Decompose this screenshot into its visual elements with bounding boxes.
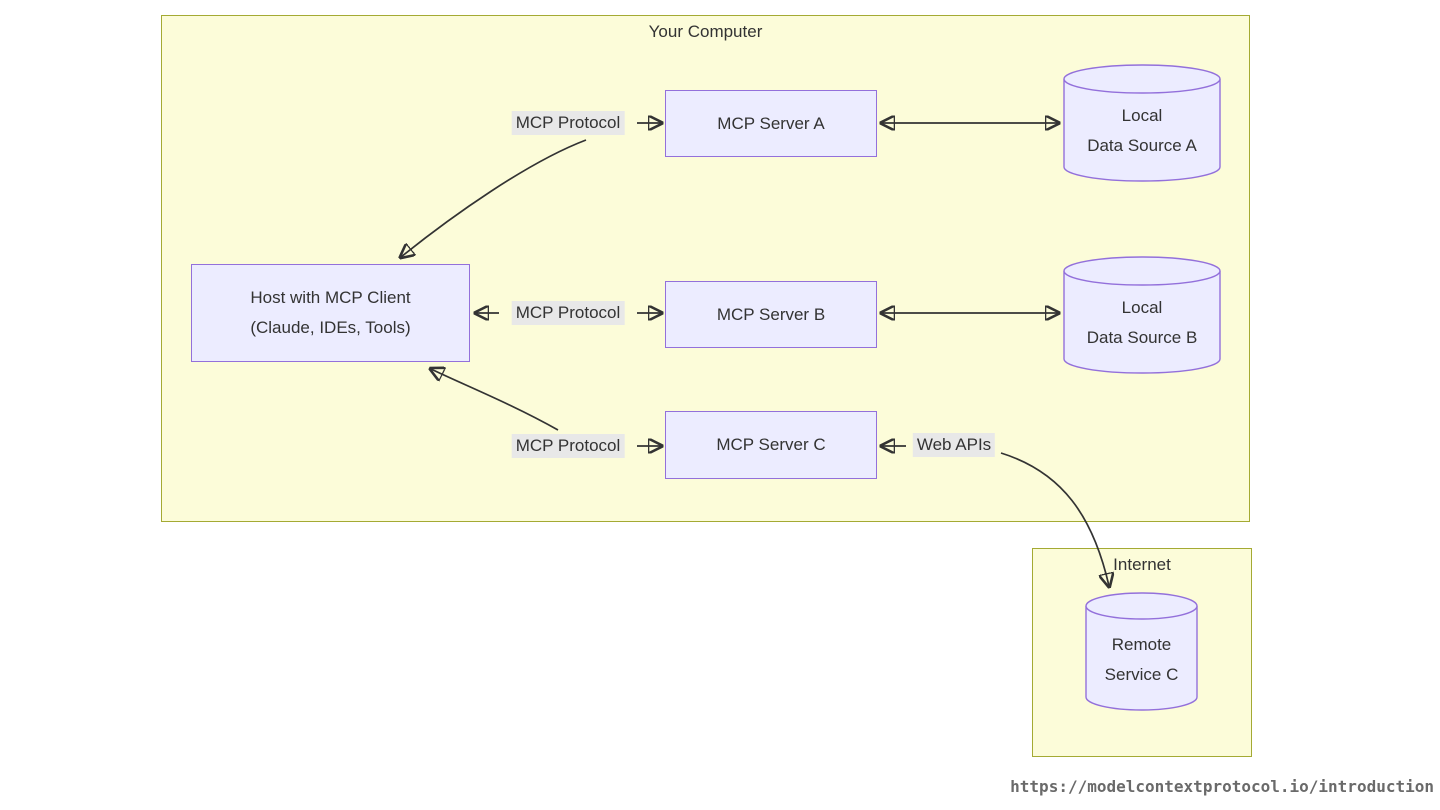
remote-service-c-line1: Remote xyxy=(1111,634,1172,654)
data-source-a-line1: Local xyxy=(1121,106,1163,125)
group-your-computer-title: Your Computer xyxy=(648,22,763,41)
edge-label-mcp-protocol-b: MCP Protocol xyxy=(511,301,625,325)
edge-webApis-remoteServiceC xyxy=(1000,452,1109,586)
edge-label-web-apis: Web APIs xyxy=(912,433,996,457)
edge-protocolA-host xyxy=(401,139,587,257)
node-mcp-server-c-label: MCP Server C xyxy=(716,435,826,454)
cylinder-shape-a xyxy=(1063,64,1221,182)
data-source-b-line2: Data Source B xyxy=(1086,328,1198,347)
group-internet: Internet xyxy=(1032,548,1252,757)
node-mcp-server-c: MCP Server C xyxy=(665,411,877,479)
cylinder-shape-remote xyxy=(1085,592,1198,711)
data-source-a-line2: Data Source A xyxy=(1087,136,1197,155)
edge-protocolC-host xyxy=(431,369,559,431)
node-mcp-server-a: MCP Server A xyxy=(665,90,877,157)
node-mcp-server-a-label: MCP Server A xyxy=(717,113,825,133)
node-local-data-source-b-label: Local Data Source B xyxy=(1063,256,1221,374)
node-host-line2: (Claude, IDEs, Tools) xyxy=(250,318,411,337)
node-mcp-server-b-label: MCP Server B xyxy=(716,304,826,324)
source-url: https://modelcontextprotocol.io/introduc… xyxy=(1010,777,1434,796)
node-local-data-source-b: Local Data Source B xyxy=(1063,256,1221,374)
node-mcp-server-b: MCP Server B xyxy=(665,281,877,348)
node-host-line1: Host with MCP Client xyxy=(250,288,411,307)
node-remote-service-c: Remote Service C xyxy=(1085,592,1198,711)
remote-service-c-line2: Service C xyxy=(1104,664,1179,684)
edge-label-mcp-protocol-c: MCP Protocol xyxy=(511,434,625,458)
group-internet-title: Internet xyxy=(1113,555,1171,574)
edge-label-mcp-protocol-a: MCP Protocol xyxy=(511,111,625,135)
node-local-data-source-a-label: Local Data Source A xyxy=(1063,64,1221,182)
node-host: Host with MCP Client (Claude, IDEs, Tool… xyxy=(191,264,470,362)
cylinder-shape-b xyxy=(1063,256,1221,374)
node-local-data-source-a: Local Data Source A xyxy=(1063,64,1221,182)
data-source-b-line1: Local xyxy=(1121,298,1163,317)
node-remote-service-c-label: Remote Service C xyxy=(1085,592,1198,711)
